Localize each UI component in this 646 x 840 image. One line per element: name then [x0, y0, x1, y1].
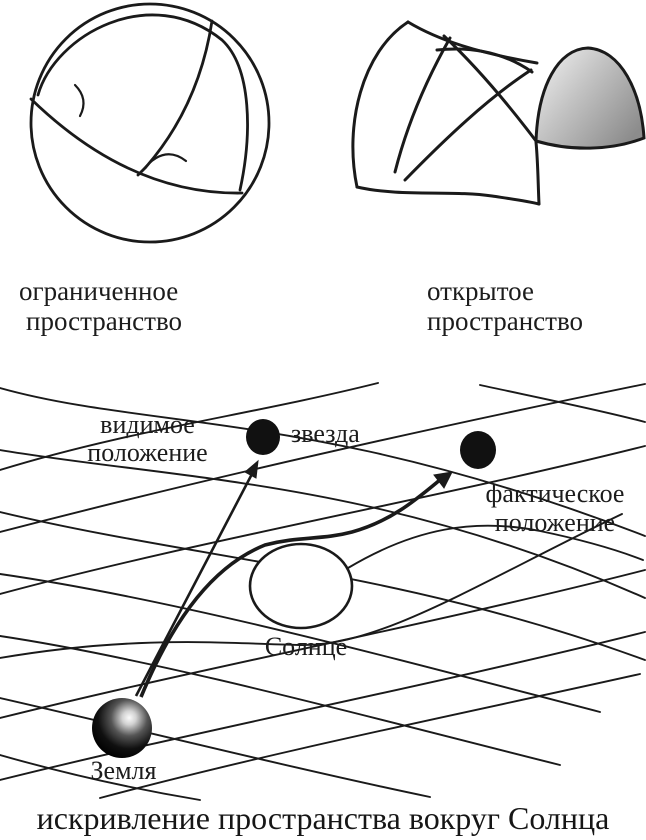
star-label: звезда [291, 419, 360, 448]
bounded-space-label: ограниченное пространство [19, 276, 182, 336]
open-space-label-line1: открытое [427, 276, 534, 306]
visible-position-label: видимое положение [70, 411, 225, 467]
saddle-triangle-left [393, 36, 452, 174]
sphere-great-circle-top [36, 13, 249, 192]
sun-label: Солнце [264, 632, 348, 661]
saddle-triangle-hypotenuse [403, 68, 533, 182]
earth-sphere [92, 698, 152, 758]
saddle-bottom-edge [355, 185, 541, 206]
saddle-right-edge [534, 140, 541, 206]
saddle-left-edge [351, 20, 410, 189]
sight-line-arrow [134, 459, 259, 697]
light-ray-arrow [139, 471, 453, 698]
bounded-space-sphere [29, 2, 271, 244]
sphere-great-circle-lower [29, 97, 244, 195]
saddle-triangle-top [435, 47, 534, 74]
open-space-label: открытое пространство [427, 276, 583, 336]
actual-position-label-line1: фактическое [485, 479, 625, 508]
visible-position-label-line1: видимое [100, 410, 195, 439]
visible-position-dot [246, 419, 280, 455]
figure-caption: искривление пространства вокруг Солнца [36, 800, 610, 836]
saddle-fold [442, 34, 538, 143]
open-space-saddle [351, 20, 646, 206]
saddle-dome [534, 46, 646, 150]
earth-label: Земля [90, 756, 157, 785]
open-space-label-line2: пространство [427, 306, 584, 336]
bounded-space-label-line1: ограниченное [19, 276, 179, 306]
actual-position-label-line2: положение [494, 508, 616, 537]
sphere-great-circle-right [136, 19, 214, 177]
actual-position-label: фактическое положение [460, 479, 646, 537]
sphere-angle-mark-left [73, 83, 85, 118]
light-ray-arrowhead [433, 471, 453, 489]
actual-position-dot [460, 431, 496, 469]
sight-line-arrowhead [244, 459, 259, 479]
saddle-ridge [406, 20, 539, 65]
bounded-space-label-line2: пространство [26, 306, 183, 336]
visible-position-label-line2: положение [87, 438, 208, 467]
sun-shape [248, 542, 354, 630]
sphere-outline [29, 2, 271, 244]
sphere-angle-mark-bottom [141, 153, 188, 172]
